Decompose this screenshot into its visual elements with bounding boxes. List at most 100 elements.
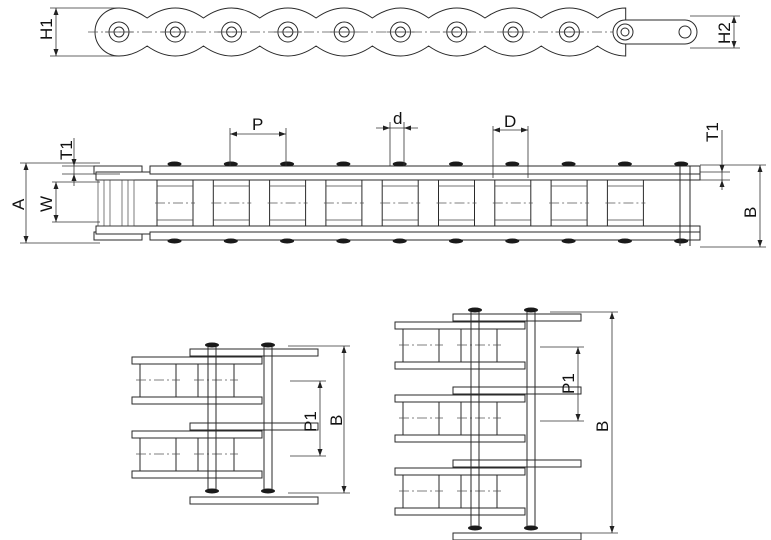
outer-link-plate	[189, 348, 319, 357]
dimension-arrowhead	[719, 165, 725, 172]
b-triple-label: B	[593, 421, 612, 432]
pin-head-bottom	[617, 238, 632, 244]
offset-link-hole-left	[616, 23, 634, 41]
p1-triple-label: P1	[559, 373, 578, 394]
dimension-arrowhead	[230, 131, 237, 137]
strand-plate-top	[394, 467, 526, 476]
pin-head-bottom	[336, 238, 351, 244]
pin-head-top	[561, 161, 576, 167]
dimension-arrowhead	[383, 125, 390, 131]
pin-head-bottom	[280, 238, 295, 244]
outer-plate-bottom-rail	[149, 231, 701, 241]
pin-head-bottom	[674, 238, 689, 244]
link-plates	[93, 165, 701, 241]
strand-pin-head-top	[524, 307, 538, 313]
outer-link-plate	[189, 496, 319, 505]
pin-head-top	[674, 161, 689, 167]
pin-head-top	[617, 161, 632, 167]
strand-plate-bottom	[131, 396, 263, 405]
dimension-arrowheads	[23, 8, 763, 533]
outer-link-plate	[452, 386, 582, 395]
dimension-arrowhead	[71, 159, 77, 166]
rollers	[155, 179, 646, 227]
dimension-arrowhead	[23, 236, 29, 243]
strand-roller	[402, 474, 440, 509]
offset-link-hole-right	[678, 25, 692, 39]
p-label: P	[252, 115, 263, 134]
strand-plate-top	[131, 430, 263, 439]
strand-plate-bottom	[394, 361, 526, 370]
dimension-arrowhead	[341, 346, 347, 353]
dimension-arrowhead	[731, 16, 737, 23]
strand-plate-top	[394, 321, 526, 330]
pin-head-top	[392, 161, 407, 167]
d-label: d	[393, 109, 402, 128]
dimension-arrowhead	[317, 449, 323, 456]
pin-head-top	[167, 161, 182, 167]
strand-plate-top	[131, 356, 263, 365]
strand-pin-head-top	[205, 342, 219, 348]
offset-link-pin-left	[620, 27, 630, 37]
dimension-arrowhead	[53, 182, 59, 189]
outer-plate-top-rail	[149, 165, 701, 175]
pin-head-top	[449, 161, 463, 167]
D-label: D	[504, 112, 516, 131]
dimension-arrowhead	[609, 312, 615, 319]
strand-roller	[402, 328, 440, 363]
pin-head-top	[223, 161, 238, 167]
outer-link-plate	[452, 313, 582, 322]
pin-head-bottom	[561, 238, 576, 244]
t1-left-label: T1	[57, 140, 76, 160]
strand-roller	[139, 363, 177, 398]
h2-label: H2	[715, 22, 734, 44]
pin-heads	[167, 161, 689, 244]
pin-head-top	[280, 161, 295, 167]
outer-link-plate	[452, 459, 582, 468]
b-double-label: B	[327, 415, 346, 426]
strand-roller	[402, 401, 440, 436]
t1-right-label: T1	[703, 122, 722, 142]
dimension-arrowhead	[757, 165, 763, 172]
dimension-arrowhead	[404, 125, 411, 131]
dimension-arrowhead	[53, 215, 59, 222]
dimension-arrowhead	[71, 174, 77, 181]
dimension-arrowhead	[493, 127, 500, 133]
dimension-arrowhead	[575, 347, 581, 354]
dimension-arrowhead	[23, 163, 29, 170]
strand-pin-head-bottom	[468, 525, 482, 531]
end-roller-section	[97, 179, 135, 227]
triplex-chain-view	[394, 307, 582, 540]
strand-plate-top	[394, 394, 526, 403]
strand-pin-head-bottom	[261, 488, 275, 494]
pin-head-bottom	[167, 238, 182, 244]
pin-head-bottom	[223, 238, 238, 244]
strand-pin-head-top	[468, 307, 482, 313]
strand-roller	[139, 437, 177, 472]
dimension-arrowhead	[279, 131, 286, 137]
outer-link-plate	[452, 532, 582, 540]
dimension-arrowhead	[317, 381, 323, 388]
dimension-arrowhead	[609, 526, 615, 533]
strand-pin-head-bottom	[205, 488, 219, 494]
offset-link-plate	[612, 19, 698, 45]
strand-plate-bottom	[131, 470, 263, 479]
pin-head-top	[505, 161, 520, 167]
dimension-arrowhead	[575, 414, 581, 421]
strand-pin-head-top	[261, 342, 275, 348]
pin-head-bottom	[449, 238, 463, 244]
chain-side-view: H1 H2	[37, 7, 740, 57]
strand-pin-head-bottom	[524, 525, 538, 531]
b-top-label: B	[741, 207, 760, 218]
strand-plate-bottom	[394, 507, 526, 516]
dimension-arrowhead	[53, 8, 59, 15]
chain-plan-view: P d D T1 A W T1 B	[9, 109, 766, 248]
strand-plate-bottom	[394, 434, 526, 443]
duplex-dimensions: P1 B	[288, 345, 350, 494]
dimension-arrowhead	[341, 486, 347, 493]
pin-head-bottom	[505, 238, 520, 244]
dimension-arrowhead	[719, 180, 725, 187]
dimension-arrowhead	[731, 41, 737, 48]
dimension-arrowhead	[521, 127, 528, 133]
dimension-arrowhead	[53, 49, 59, 56]
